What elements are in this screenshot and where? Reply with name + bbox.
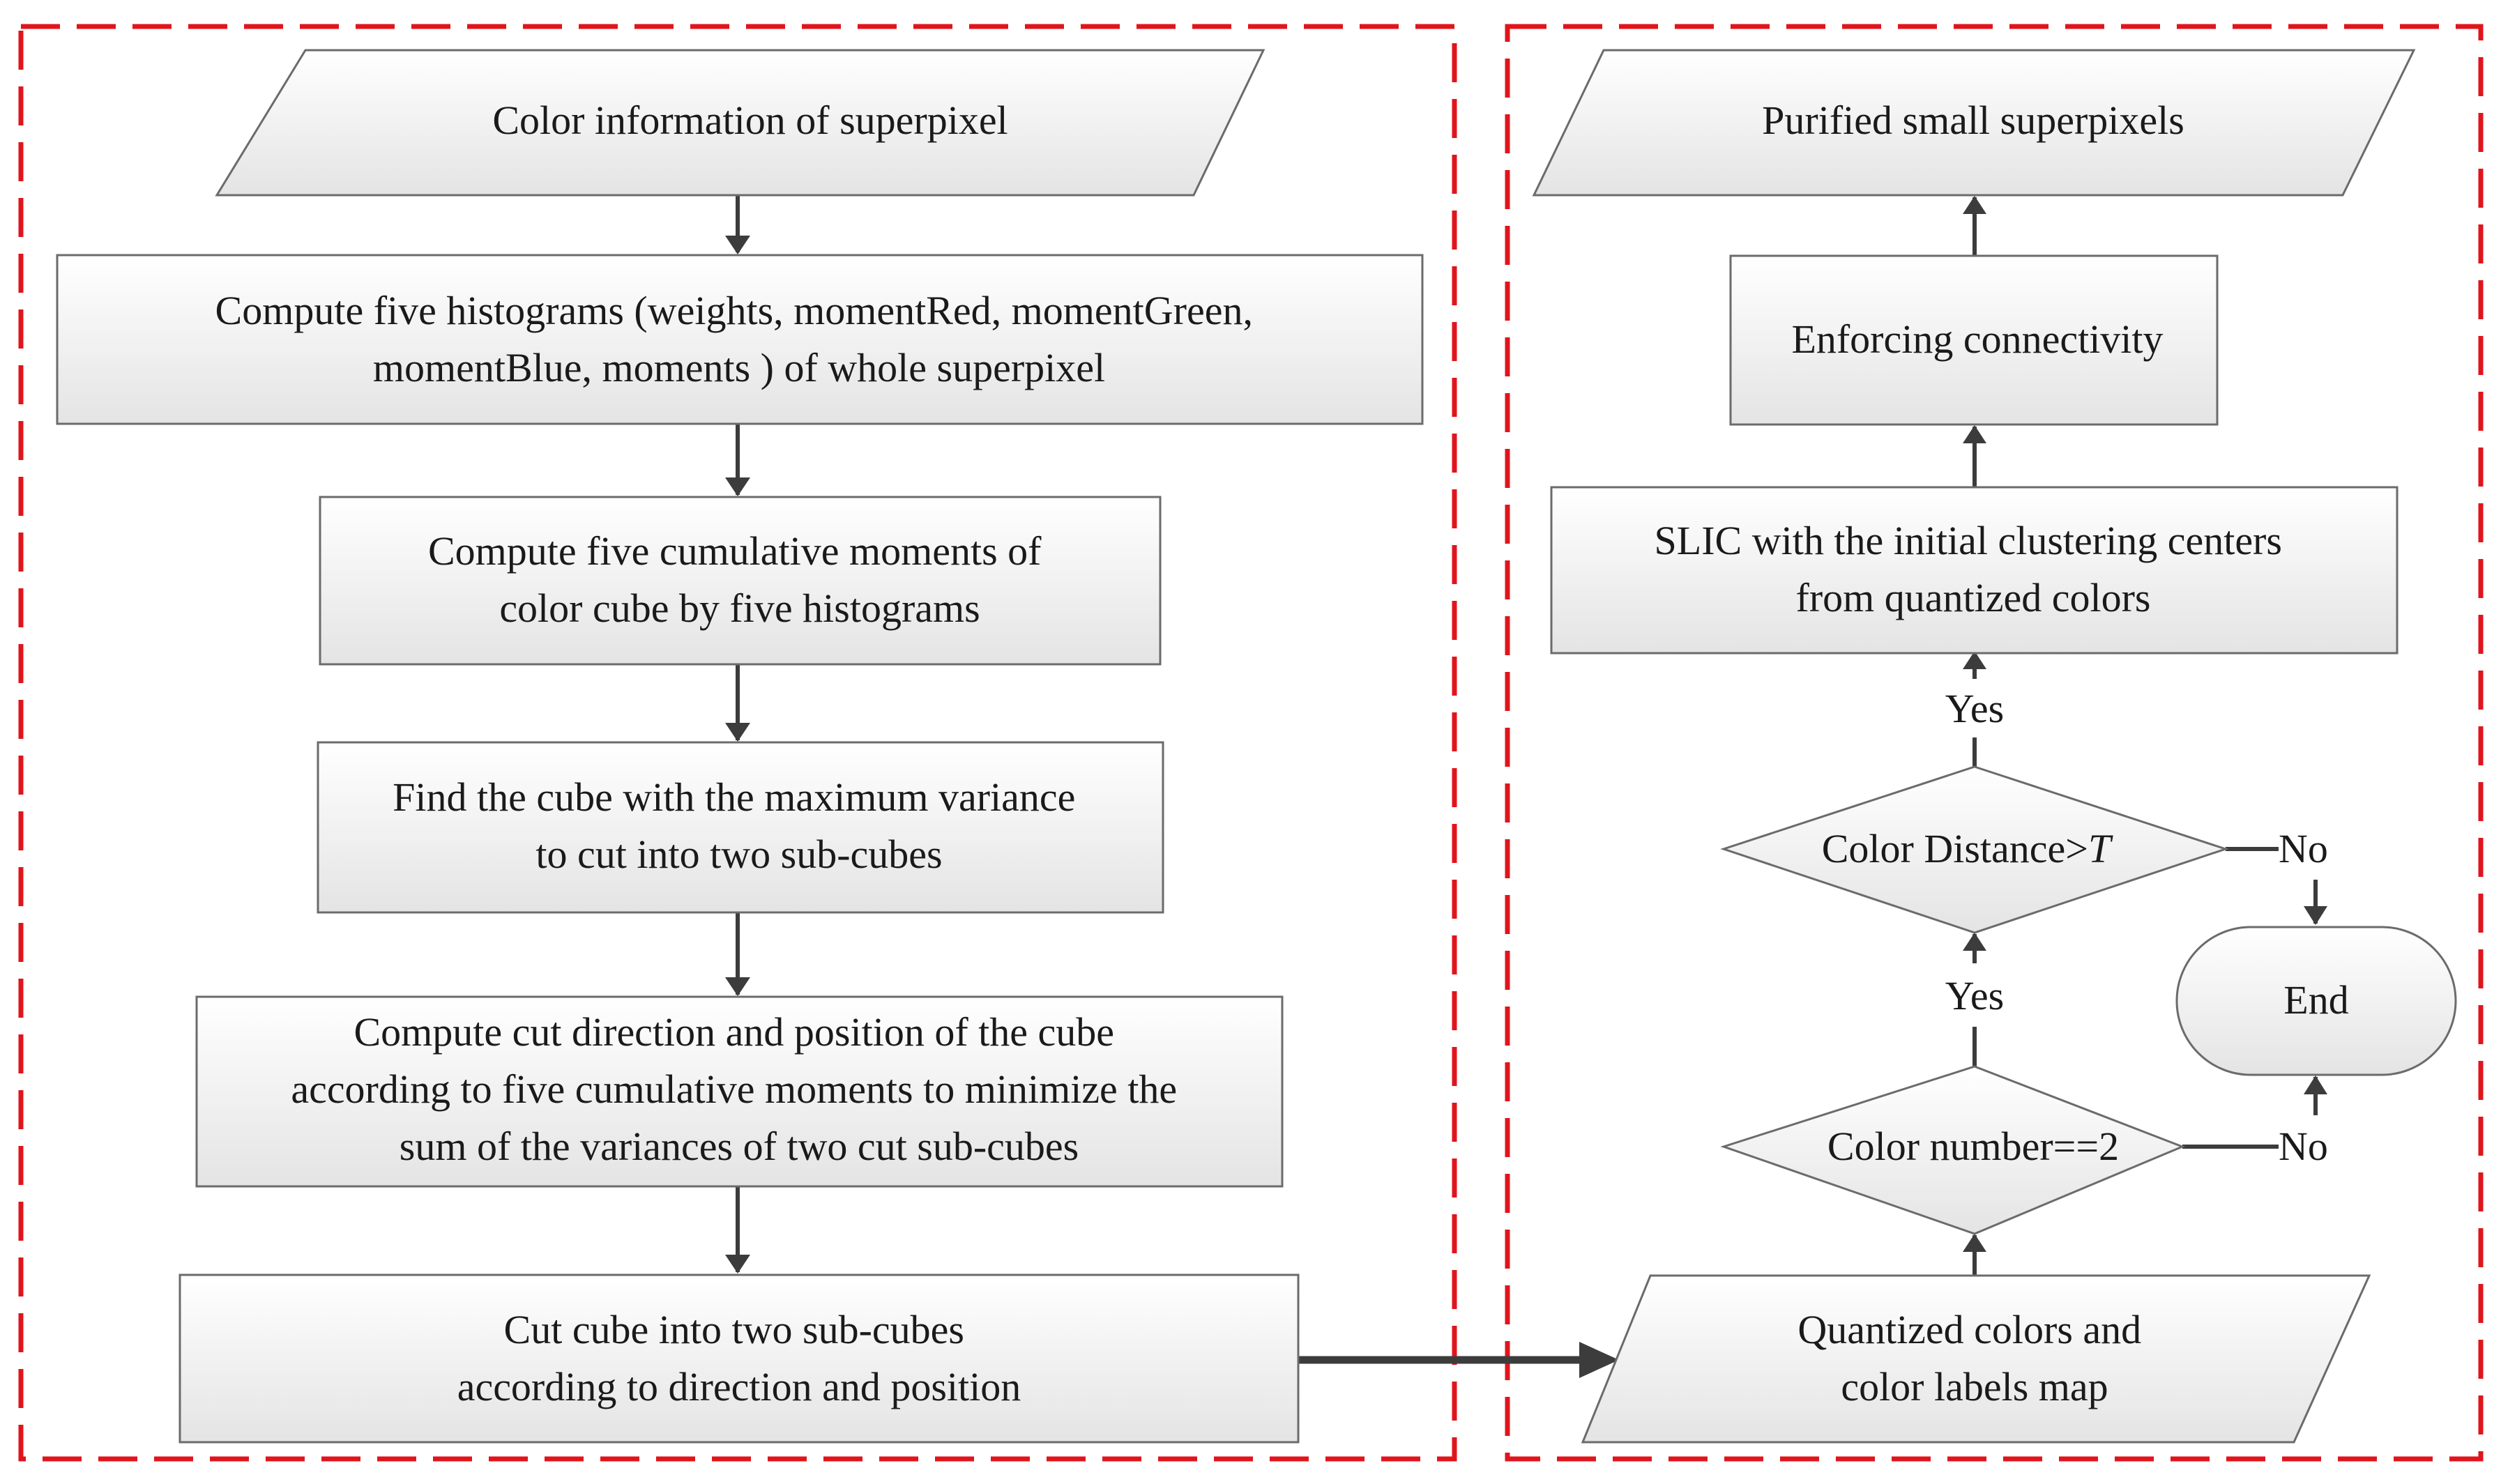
color-info-parallelogram [215, 49, 1265, 197]
color-distance-threshold: T [2088, 826, 2113, 871]
arrowhead-10 [1963, 425, 1986, 443]
cumulative-moments-box [319, 496, 1162, 666]
cut-cube-box [178, 1273, 1300, 1444]
slic-line-1: SLIC with the initial clustering centers [1655, 518, 2282, 563]
color-number-diamond [1720, 1065, 2186, 1235]
arrowhead-6 [1579, 1342, 1619, 1378]
cut-direction-box [195, 995, 1284, 1188]
arrowhead-5 [725, 1255, 750, 1273]
arrowhead-11 [1963, 196, 1986, 214]
cumulative-moments-line-1: Compute five cumulative moments of [428, 528, 1042, 574]
quantized-parallelogram [1581, 1274, 2371, 1444]
connectivity-text: Enforcing connectivity [1791, 316, 2163, 362]
slic-text: SLIC with the initial clustering centers… [1655, 518, 2293, 620]
quantized-line-2: color labels map [1841, 1364, 2108, 1409]
connectivity-line-1: Enforcing connectivity [1791, 316, 2163, 362]
yes-label-lower: Yes [1945, 973, 2004, 1018]
cut-direction-text: Compute cut direction and position of th… [291, 1009, 1187, 1169]
shapes [56, 49, 2457, 1444]
arrowhead-7 [1963, 1234, 1986, 1252]
cut-cube-line-1: Cut cube into two sub-cubes [504, 1307, 964, 1352]
left-group-border [18, 24, 1457, 1462]
connectors [725, 195, 2327, 1378]
arrowhead-2 [725, 477, 750, 496]
cut-cube-line-2: according to direction and position [457, 1364, 1021, 1409]
arrowhead-1 [725, 236, 750, 254]
compute-histograms-line-2: momentBlue, moments ) of whole superpixe… [373, 345, 1105, 390]
quantized-text: Quantized colors and color labels map [1797, 1307, 2151, 1409]
color-info-line-1: Color information of superpixel [492, 98, 1008, 143]
arrowhead-13 [2304, 1076, 2327, 1094]
arrowhead-8 [1963, 933, 1986, 951]
right-group-border [1505, 24, 2484, 1462]
slic-line-2: from quantized colors [1796, 575, 2151, 620]
no-label-lower: No [2279, 1124, 2328, 1169]
color-distance-main: Color Distance> [1822, 826, 2088, 871]
find-cube-line-1: Find the cube with the maximum variance [393, 774, 1075, 820]
cut-cube-text: Cut cube into two sub-cubes according to… [457, 1307, 1021, 1409]
compute-histograms-line-1: Compute five histograms (weights, moment… [215, 288, 1253, 333]
yes-label-upper: Yes [1945, 686, 2004, 731]
arrowhead-4 [725, 977, 750, 996]
purified-line-1: Purified small superpixels [1762, 98, 2184, 143]
find-cube-text: Find the cube with the maximum variance … [393, 774, 1086, 877]
arrowhead-3 [725, 723, 750, 742]
quantized-line-1: Quantized colors and [1797, 1307, 2141, 1352]
cut-direction-line-1: Compute cut direction and position of th… [354, 1009, 1114, 1055]
end-terminator [2175, 926, 2457, 1076]
color-distance-diamond [1720, 765, 2229, 934]
compute-histograms-box [56, 254, 1424, 425]
connectivity-box [1729, 254, 2219, 426]
cut-direction-line-3: sum of the variances of two cut sub-cube… [400, 1124, 1079, 1169]
cumulative-moments-line-2: color cube by five histograms [499, 586, 980, 631]
compute-histograms-text: Compute five histograms (weights, moment… [215, 288, 1263, 390]
end-line-1: End [2283, 977, 2348, 1023]
purified-text: Purified small superpixels [1762, 98, 2184, 143]
purified-parallelogram [1532, 49, 2416, 197]
arrowhead-9 [1963, 651, 1986, 669]
node-texts: Color information of superpixel Compute … [215, 98, 2349, 1409]
end-text: End [2283, 977, 2348, 1023]
slic-box [1550, 486, 2399, 655]
no-label-upper: No [2279, 826, 2328, 871]
cumulative-moments-text: Compute five cumulative moments of color… [428, 528, 1051, 631]
find-cube-box [317, 741, 1164, 914]
color-info-text: Color information of superpixel [492, 98, 1008, 143]
arrowhead-12 [2304, 906, 2327, 925]
find-cube-line-2: to cut into two sub-cubes [535, 832, 942, 877]
color-distance-text: Color Distance>T [1822, 826, 2113, 871]
branch-labels: Yes Yes No No [1945, 686, 2328, 1169]
cut-direction-line-2: according to five cumulative moments to … [291, 1066, 1177, 1112]
color-number-text: Color number==2 [1827, 1124, 2119, 1169]
color-number-line-1: Color number==2 [1827, 1124, 2119, 1169]
